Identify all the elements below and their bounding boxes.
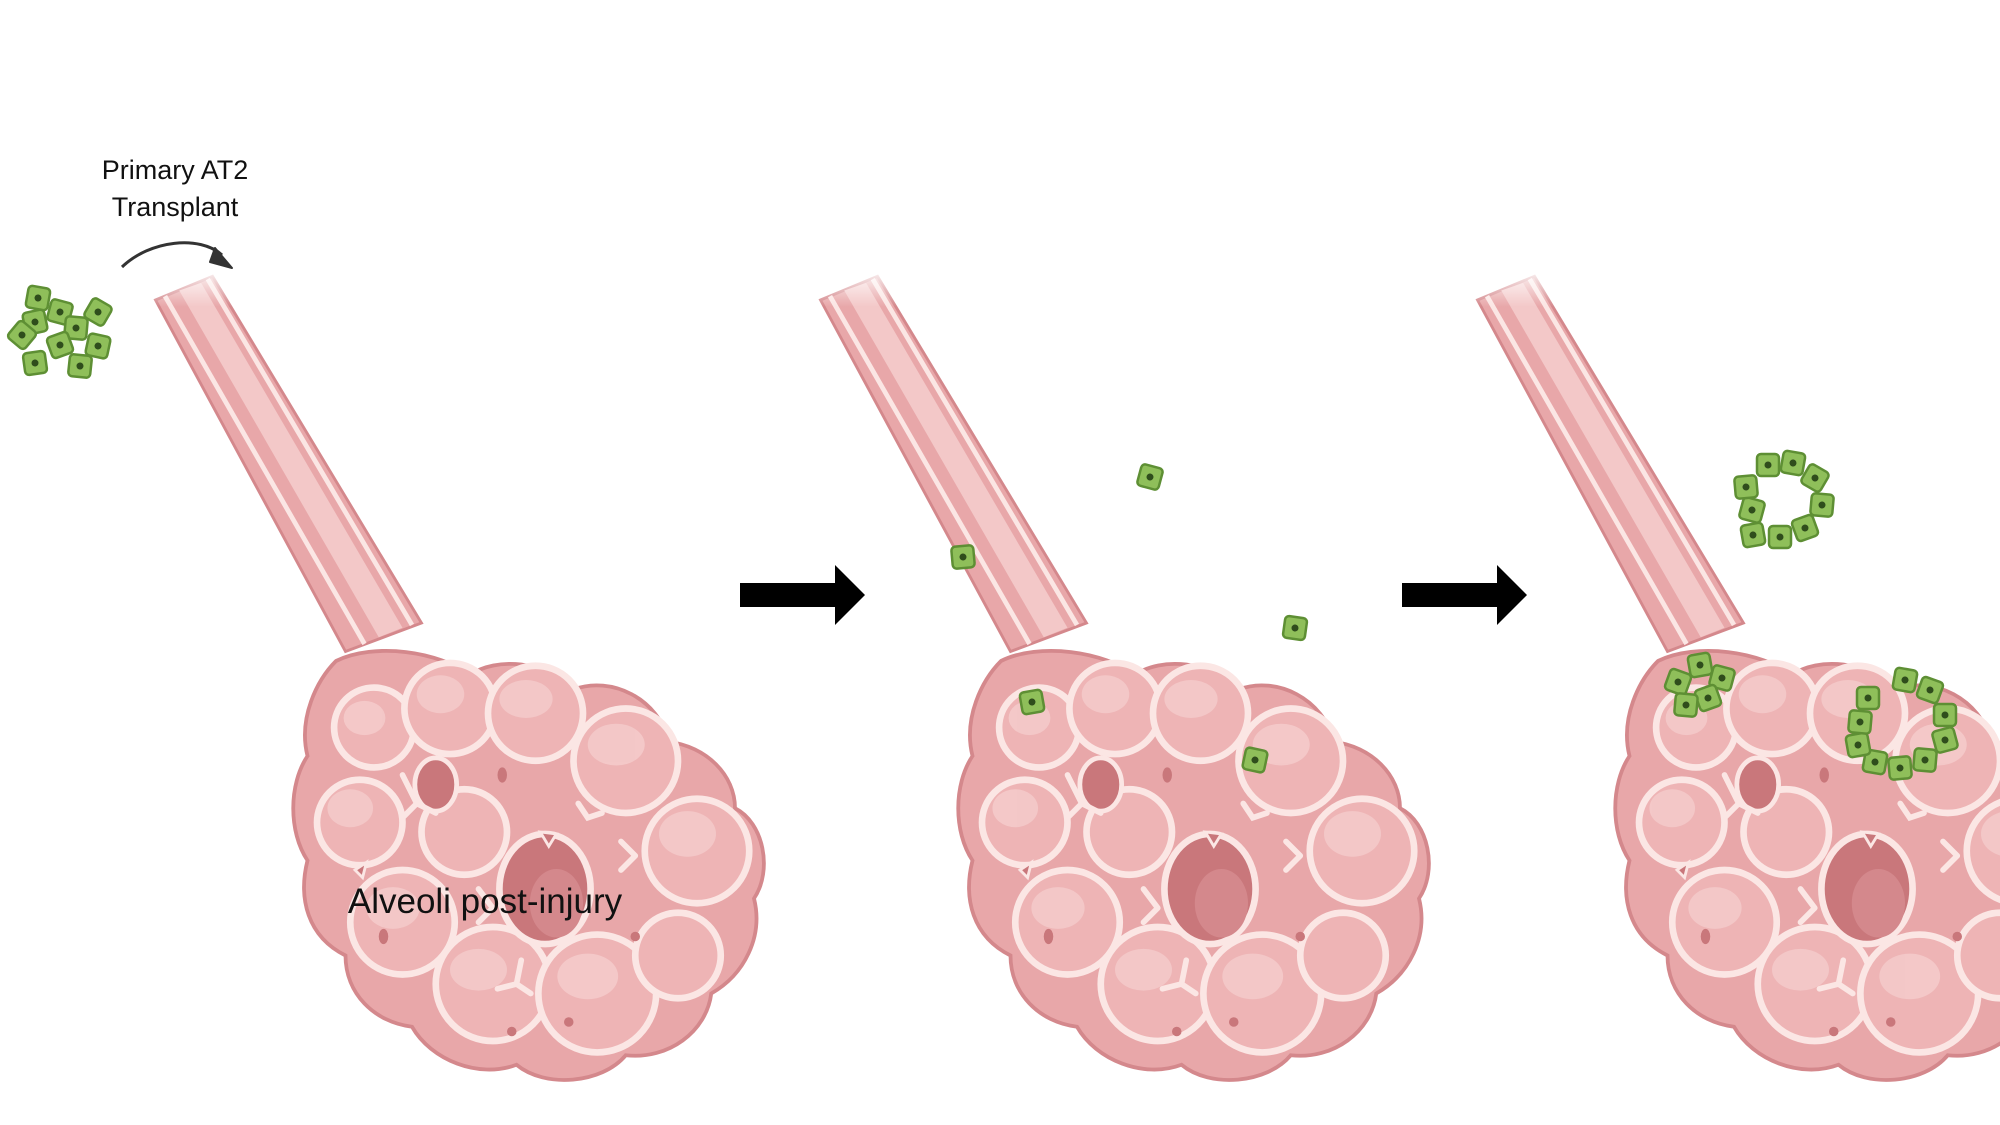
- at2-cell-icon: [1886, 754, 1914, 782]
- at2-cell-icon: [1739, 521, 1767, 549]
- at2-cell-icon: [1686, 651, 1714, 679]
- at2-cell-icon: [1732, 473, 1760, 501]
- right-arrow-icon: [740, 565, 865, 625]
- at2-cell-icon: [1240, 745, 1270, 775]
- at2-cell-icon: [1789, 512, 1821, 544]
- at2-cell-icon: [1855, 685, 1881, 711]
- transplant-label: Primary AT2 Transplant: [60, 152, 290, 226]
- at2-cell-ring-top: [1732, 449, 1836, 550]
- at2-cell-icon: [1755, 452, 1781, 478]
- at2-cell-icon: [66, 352, 94, 380]
- at2-cell-icon: [21, 349, 49, 377]
- at2-cell-icon: [1767, 524, 1793, 550]
- at2-cell-icon: [1891, 666, 1919, 694]
- at2-cell-icon: [24, 284, 52, 312]
- at2-cell-icon: [1135, 462, 1165, 492]
- at2-cell-cluster: [5, 284, 115, 380]
- at2-cell-icon: [1672, 691, 1700, 719]
- at2-cell-icon: [1018, 688, 1046, 716]
- at2-cell-icon: [1281, 614, 1309, 642]
- at2-cell-icon: [1844, 731, 1872, 759]
- curved-arrow-icon: [120, 241, 233, 269]
- at2-cell-icon: [1737, 495, 1767, 525]
- at2-cell-icon: [1808, 491, 1836, 519]
- panel-caption: Alveoli post-injury: [347, 882, 623, 921]
- at2-cell-icon: [1779, 449, 1807, 477]
- at2-cell-icon: [949, 543, 977, 571]
- transplant-label-line2: Transplant: [111, 192, 239, 222]
- alveolus-post-injury: [137, 267, 764, 1080]
- at2-cell-icon: [1911, 746, 1939, 774]
- at2-cell-icon: [1932, 702, 1958, 728]
- right-arrow-icon: [1402, 565, 1527, 625]
- transplant-label-line1: Primary AT2: [101, 155, 249, 185]
- alveolus-engrafted: [802, 267, 1429, 1080]
- at2-cell-icon: [1846, 708, 1874, 736]
